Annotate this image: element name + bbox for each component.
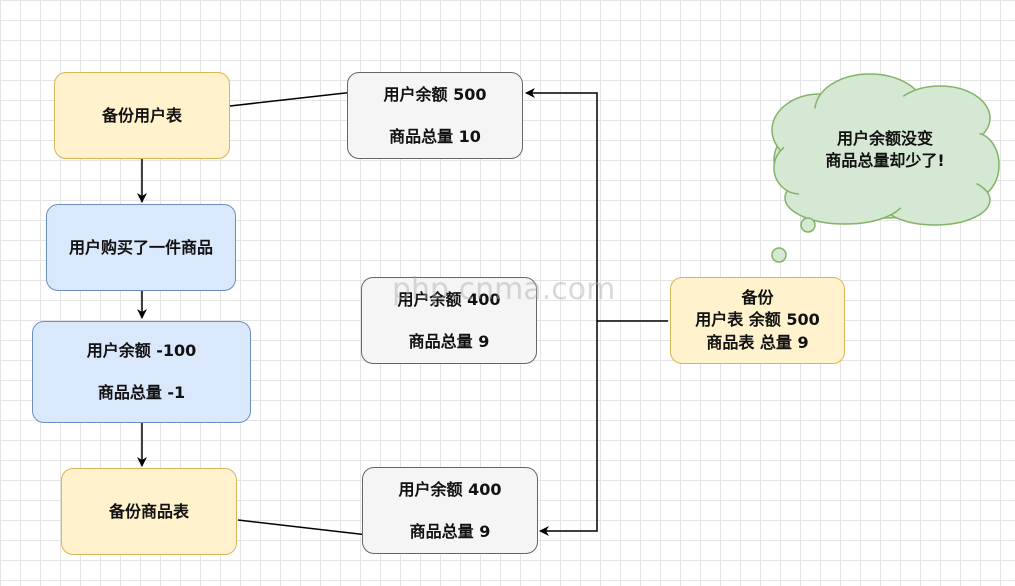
state-bottom-node[interactable]: 用户余额 400 商品总量 9 [362, 467, 538, 554]
state-mid-quantity: 商品总量 9 [408, 331, 490, 351]
thought-cloud-text: 用户余额没变 商品总量却少了! [790, 128, 980, 173]
user-buys-item-label: 用户购买了一件商品 [68, 237, 213, 257]
backup-user-table-node[interactable]: 备份用户表 [54, 72, 230, 159]
backup-result-user-table: 用户表 余额 500 [695, 310, 820, 330]
edge-backup-product-to-bottom-state [237, 519, 386, 541]
watermark: php.cnma.com [392, 272, 616, 307]
change-node[interactable]: 用户余额 -100 商品总量 -1 [32, 321, 251, 423]
backup-product-table-label: 备份商品表 [108, 501, 189, 521]
state-bottom-balance: 用户余额 400 [398, 479, 502, 499]
state-top-quantity: 商品总量 10 [389, 126, 481, 146]
backup-result-node[interactable]: 备份 用户表 余额 500 商品表 总量 9 [670, 277, 845, 364]
change-balance-label: 用户余额 -100 [86, 341, 197, 361]
thought-bubble-small [771, 247, 787, 263]
backup-result-title: 备份 [741, 287, 774, 307]
state-mid-node[interactable]: 用户余额 400 商品总量 9 [361, 277, 537, 364]
thought-bubble-large [800, 217, 816, 233]
edge-result-to-top-state [525, 88, 668, 322]
backup-product-table-node[interactable]: 备份商品表 [61, 468, 237, 555]
state-top-node[interactable]: 用户余额 500 商品总量 10 [347, 72, 523, 159]
change-quantity-label: 商品总量 -1 [97, 383, 186, 402]
thought-cloud-line1: 用户余额没变 [836, 129, 933, 148]
state-top-balance: 用户余额 500 [383, 84, 487, 104]
state-bottom-quantity: 商品总量 9 [409, 521, 491, 541]
user-buys-item-node[interactable]: 用户购买了一件商品 [46, 204, 236, 291]
backup-result-product-table: 商品表 总量 9 [706, 332, 809, 352]
backup-user-table-label: 备份用户表 [101, 105, 182, 125]
edge-result-to-bottom-state [539, 321, 598, 536]
thought-cloud-line2: 商品总量却少了! [825, 151, 945, 171]
state-mid-balance: 用户余额 400 [397, 289, 501, 309]
